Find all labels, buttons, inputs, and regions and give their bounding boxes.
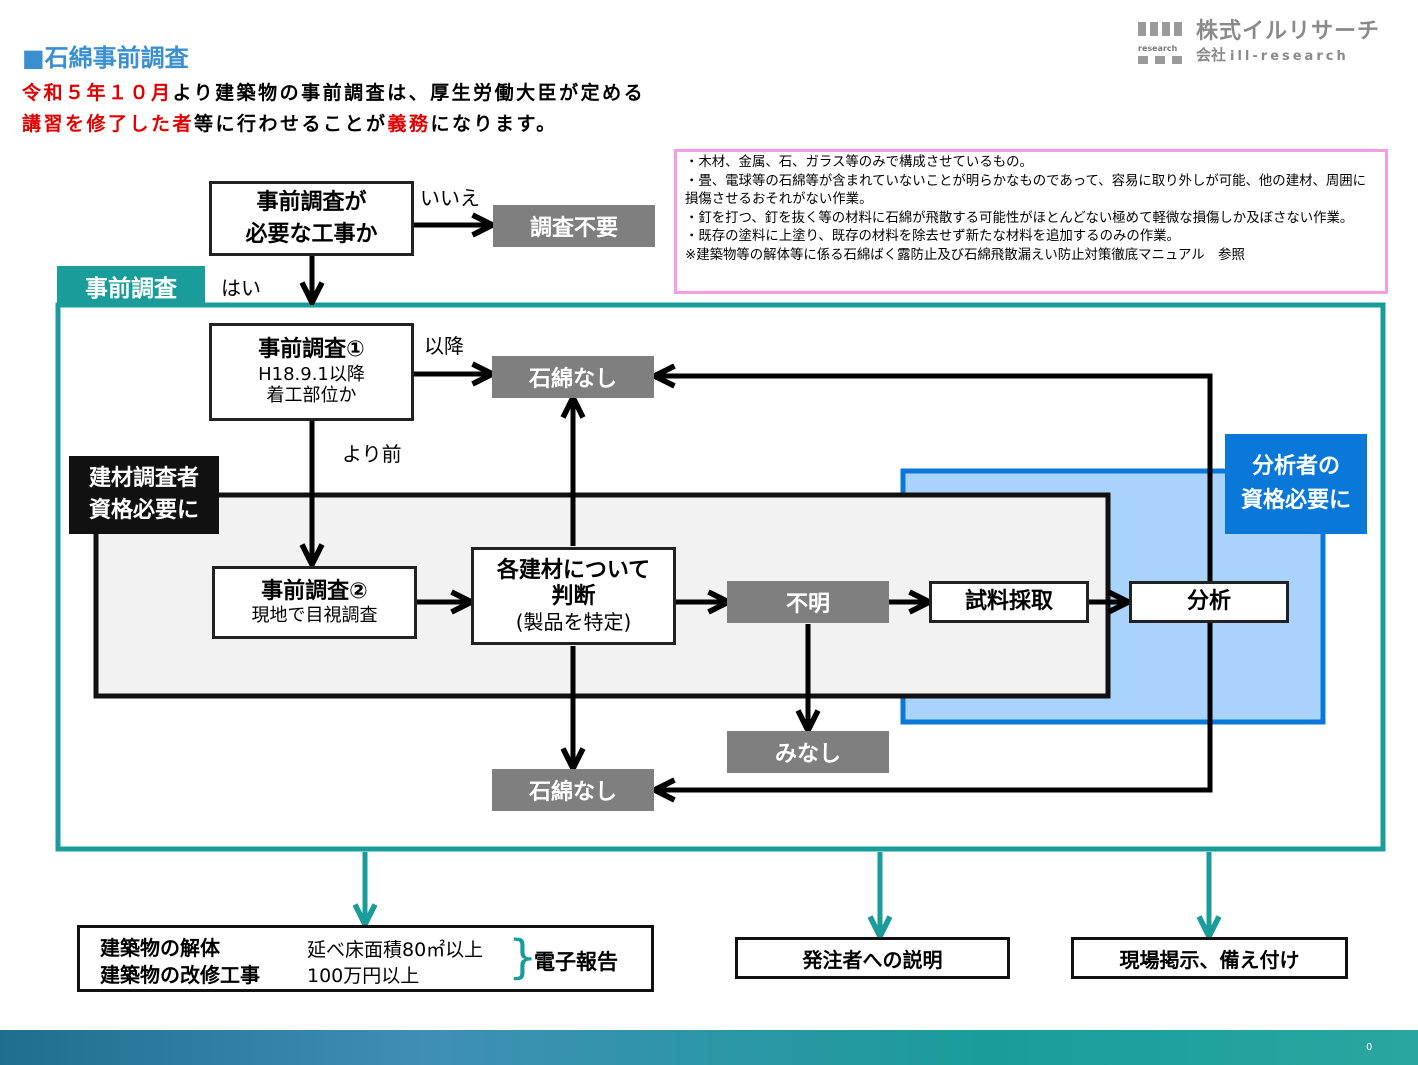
exception-note: ・木材、金属、石、ガラス等のみで構成させているもの。 ・畳、電球等の石綿等が含ま… (674, 149, 1388, 294)
no-label: いいえ (420, 186, 480, 210)
analysis-box: 分析 (1129, 581, 1289, 623)
survey-section-frame (55, 302, 1386, 852)
no-asbestos-top-box: 石綿なし (492, 356, 654, 398)
report-cond2: 100万円以上 (307, 965, 420, 987)
page-title: ■石綿事前調査 (22, 44, 189, 72)
unknown-box: 不明 (727, 581, 889, 623)
arrow-analysis-bottom (657, 622, 1213, 790)
material-tab-line1: 建材調査者 (88, 466, 199, 491)
report-conditions: 延べ床面積80㎡以上 100万円以上 (307, 937, 483, 989)
note-line: ・木材、金属、石、ガラス等のみで構成させているもの。 (685, 155, 1033, 170)
report-cond1: 延べ床面積80㎡以上 (307, 939, 484, 961)
survey1-box: 事前調査① H18.9.1以降 着工部位か (209, 323, 414, 421)
not-required-box: 調査不要 (493, 205, 655, 247)
before-label: より前 (342, 442, 402, 466)
survey1-title: 事前調査① (258, 337, 365, 363)
note-line: ・畳、電球等の石綿等が含まれていないことが明らかなものであって、容易に取り外しが… (685, 173, 1367, 208)
brace-icon: } (508, 930, 538, 984)
survey1-line1: H18.9.1以降 (258, 363, 365, 385)
note-line: ・釘を打つ、釘を抜く等の材料に石綿が飛散する可能性がほとんどない極めて軽微な損傷… (685, 210, 1354, 226)
logo-name: 株式イルリサーチ (1196, 19, 1381, 44)
intro-line-1: 令和５年１０月より建築物の事前調査は、厚生労働大臣が定める (22, 78, 645, 105)
judge-box: 各建材について 判断 (製品を特定) (471, 547, 676, 645)
arrow-analysis-top (657, 376, 1213, 582)
yes-label: はい (221, 276, 261, 300)
survey2-box: 事前調査② 現地で目視調査 (212, 566, 417, 639)
footer-bar (0, 1030, 1418, 1065)
intro-seg: 令和５年１０月 (22, 82, 173, 104)
survey2-title: 事前調査② (261, 578, 368, 604)
section-tab: 事前調査 (57, 266, 205, 306)
page-number: 0 (1366, 1042, 1373, 1053)
logo-mark-icon: research (1138, 22, 1184, 66)
intro-seg: 義務 (387, 113, 431, 135)
after-label: 以降 (424, 334, 464, 358)
logo-sub-jp: 会社 (1196, 46, 1227, 64)
report-output-box: 建築物の解体 建築物の改修工事 延べ床面積80㎡以上 100万円以上 } 電子報… (77, 925, 654, 992)
report-line1: 建築物の解体 (100, 936, 220, 960)
judge-line1: 各建材について (496, 557, 651, 583)
analyst-tab-line2: 資格必要に (1240, 488, 1351, 513)
intro-line-2: 講習を修了した者等に行わせることが義務になります。 (22, 109, 558, 136)
material-tab-line2: 資格必要に (88, 498, 199, 523)
explain-output-box: 発注者への説明 (735, 937, 1010, 979)
report-result: 電子報告 (534, 950, 618, 974)
judge-line2: 判断 (551, 584, 596, 609)
sampling-box: 試料採取 (929, 581, 1089, 623)
note-line: ・既存の塗料に上塗り、既存の材料を除去せず新たな材料を追加するのみの作業。 (685, 229, 1180, 244)
posting-output-box: 現場掲示、備え付け (1071, 937, 1348, 979)
report-work-types: 建築物の解体 建築物の改修工事 (100, 935, 260, 989)
intro-seg: 等に行わせることが (194, 113, 388, 135)
needed-line2: 必要な工事か (245, 221, 378, 247)
intro-seg: より建築物の事前調査は、厚生労働大臣が定める (172, 82, 646, 104)
report-line2: 建築物の改修工事 (100, 963, 260, 987)
deemed-box: みなし (727, 731, 889, 773)
logo-sub-en: ill-research (1230, 49, 1349, 64)
survey2-sub: 現地で目視調査 (251, 604, 378, 626)
needed-line1: 事前調査が (256, 189, 367, 215)
no-asbestos-bottom-box: 石綿なし (492, 769, 654, 811)
intro-seg: になります。 (430, 113, 558, 135)
analyst-tab-line1: 分析者の (1251, 454, 1340, 479)
intro-seg: 講習を修了した者 (22, 113, 195, 135)
logo-mark-text: research (1138, 44, 1178, 53)
note-line: ※建築物等の解体等に係る石綿ばく露防止及び石綿飛散漏えい防止対策徹底マニュアル … (685, 247, 1245, 263)
judge-line3: (製品を特定) (515, 610, 632, 635)
needed-decision-box: 事前調査が 必要な工事か (209, 181, 414, 256)
survey1-line2: 着工部位か (266, 385, 357, 407)
material-surveyor-tab: 建材調査者 資格必要に (69, 456, 219, 534)
analyst-tab: 分析者の 資格必要に (1225, 434, 1367, 534)
